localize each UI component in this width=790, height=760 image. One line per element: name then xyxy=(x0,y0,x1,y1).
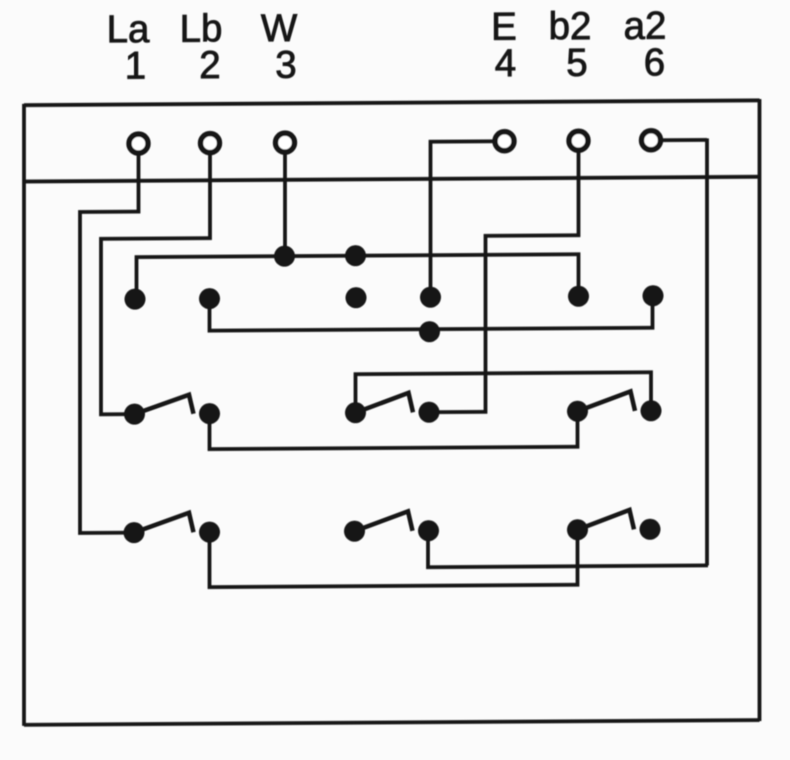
svg-text:2: 2 xyxy=(199,44,220,87)
svg-text:a2: a2 xyxy=(624,5,667,48)
svg-text:W: W xyxy=(261,7,298,50)
svg-text:E: E xyxy=(491,6,517,49)
svg-text:1: 1 xyxy=(125,45,146,88)
svg-text:3: 3 xyxy=(275,44,296,87)
svg-text:La: La xyxy=(107,8,150,51)
svg-text:6: 6 xyxy=(644,41,665,84)
svg-text:Lb: Lb xyxy=(180,8,223,51)
svg-text:4: 4 xyxy=(495,42,516,85)
svg-text:b2: b2 xyxy=(549,5,592,48)
svg-text:5: 5 xyxy=(566,42,587,85)
